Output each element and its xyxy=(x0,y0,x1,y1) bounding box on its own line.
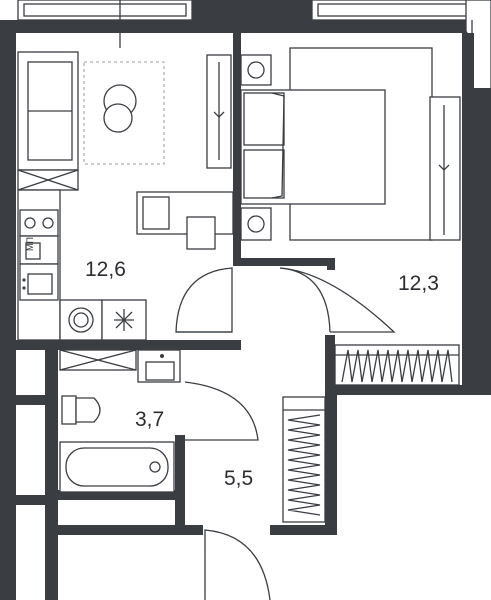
hallway-area: 5,5 xyxy=(224,467,253,490)
bedroom-area: 12,3 xyxy=(398,272,439,295)
bedroom: 12,3 xyxy=(240,47,461,386)
windows xyxy=(17,0,491,93)
hallway: 5,5 xyxy=(224,396,326,523)
doors xyxy=(175,267,396,600)
kitchen-living-room: МП 12,6 xyxy=(17,0,234,341)
bathroom-area: 3,7 xyxy=(135,408,164,431)
kitchen-living-area: 12,6 xyxy=(85,258,126,281)
microwave-label: МП xyxy=(25,237,35,251)
bathroom: 3,7 xyxy=(59,349,181,493)
